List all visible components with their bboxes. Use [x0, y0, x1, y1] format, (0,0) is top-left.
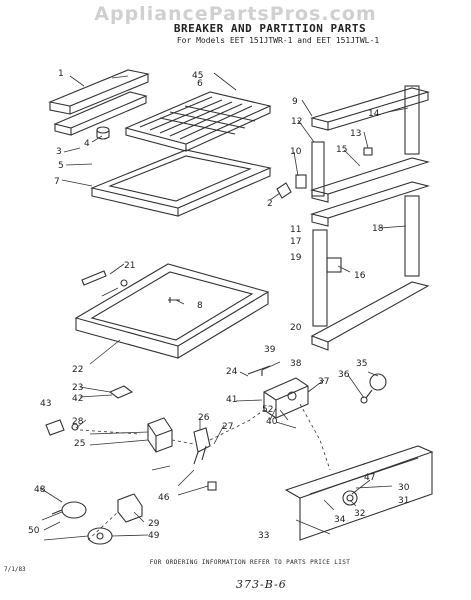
- callout-47: 47: [364, 473, 375, 483]
- callout-18: 18: [372, 224, 384, 234]
- callout-31: 31: [398, 496, 409, 506]
- callout-32: 32: [354, 509, 365, 519]
- callout-40: 40: [266, 417, 278, 427]
- watermark: AppliancePartsPros.com: [94, 3, 377, 25]
- callout-39: 39: [264, 345, 276, 355]
- callout-23: 23: [72, 383, 83, 393]
- callout-34: 34: [334, 515, 346, 525]
- callout-25: 25: [74, 439, 85, 449]
- diagram-title: BREAKER AND PARTITION PARTS: [173, 22, 367, 35]
- callout-21: 21: [124, 261, 135, 271]
- part-25-control-box: [147, 417, 173, 453]
- callout-15: 15: [336, 145, 347, 155]
- part-46-connector: [207, 481, 217, 491]
- callout-12: 12: [291, 117, 302, 127]
- callout-14: 14: [368, 109, 380, 119]
- callout-13: 13: [350, 129, 361, 139]
- part-48-thermostat: [51, 501, 87, 519]
- callout-17: 17: [290, 237, 301, 247]
- callout-52: 52: [262, 405, 273, 415]
- part-29-relay: [117, 493, 143, 523]
- callout-24: 24: [226, 367, 238, 377]
- model-list: For Models EET 151JTWR-1 and EET 151JTWL…: [176, 36, 380, 45]
- callout-5: 5: [58, 161, 64, 171]
- callout-35: 35: [356, 359, 367, 369]
- callout-2: 2: [267, 199, 273, 209]
- part-7-tray: [90, 149, 272, 217]
- part-1-breaker-strip: [48, 69, 150, 136]
- callout-50: 50: [28, 526, 40, 536]
- callout-10: 10: [290, 147, 302, 157]
- callout-3: 3: [56, 147, 62, 157]
- callout-48: 48: [34, 485, 46, 495]
- part-4-knob: [96, 126, 110, 140]
- callout-38: 38: [290, 359, 302, 369]
- callout-26: 26: [198, 413, 210, 423]
- partition-frame-upper: [309, 85, 431, 203]
- callout-1: 1: [58, 69, 64, 79]
- callout-49: 49: [148, 531, 160, 541]
- callout-30: 30: [398, 483, 410, 493]
- part-10-bracket: [295, 174, 307, 189]
- callout-7: 7: [54, 177, 60, 187]
- callout-46: 46: [158, 493, 170, 503]
- part-49-timer: [87, 527, 113, 545]
- callout-19: 19: [290, 253, 302, 263]
- callout-6: 6: [197, 79, 203, 89]
- part-35-knob: [360, 373, 387, 404]
- part-43-clamp: [45, 419, 79, 436]
- document-id: 7/1/83: [4, 566, 26, 573]
- part-2-clip: [276, 182, 292, 199]
- callout-27: 27: [222, 422, 233, 432]
- callout-33: 33: [258, 531, 269, 541]
- part-23-switch: [108, 385, 134, 399]
- part-8-screw: [168, 297, 180, 303]
- callout-41: 41: [226, 395, 237, 405]
- part-22-pan: [74, 263, 270, 359]
- partition-frame-lower: [309, 147, 431, 351]
- ordering-note: FOR ORDERING INFORMATION REFER TO PARTS …: [149, 559, 351, 566]
- leader-lines: [39, 72, 409, 541]
- callout-45: 45: [192, 71, 203, 81]
- callout-20: 20: [290, 323, 302, 333]
- part-31-light-socket: [342, 490, 358, 506]
- callout-4: 4: [84, 139, 90, 149]
- callout-labels: 1 2 3 4 5 6 7 8 9 10 11 12 13 14 15 16 1…: [28, 69, 410, 541]
- handwritten-note: 373-B-6: [236, 578, 287, 591]
- part-38-link: [247, 365, 271, 376]
- callout-22: 22: [72, 365, 83, 375]
- callout-16: 16: [354, 271, 366, 281]
- callout-37: 37: [318, 377, 329, 387]
- callout-29: 29: [148, 519, 160, 529]
- callout-36: 36: [338, 370, 350, 380]
- callout-11: 11: [290, 225, 301, 235]
- part-21-screw: [81, 270, 128, 287]
- part-6-grille: [124, 91, 272, 152]
- part-26-bracket: [193, 427, 211, 465]
- callout-43: 43: [40, 399, 51, 409]
- part-30-cover: [284, 445, 434, 541]
- callout-9: 9: [292, 97, 298, 107]
- callout-8: 8: [197, 301, 203, 311]
- callout-42: 42: [72, 394, 83, 404]
- callout-28: 28: [72, 417, 84, 427]
